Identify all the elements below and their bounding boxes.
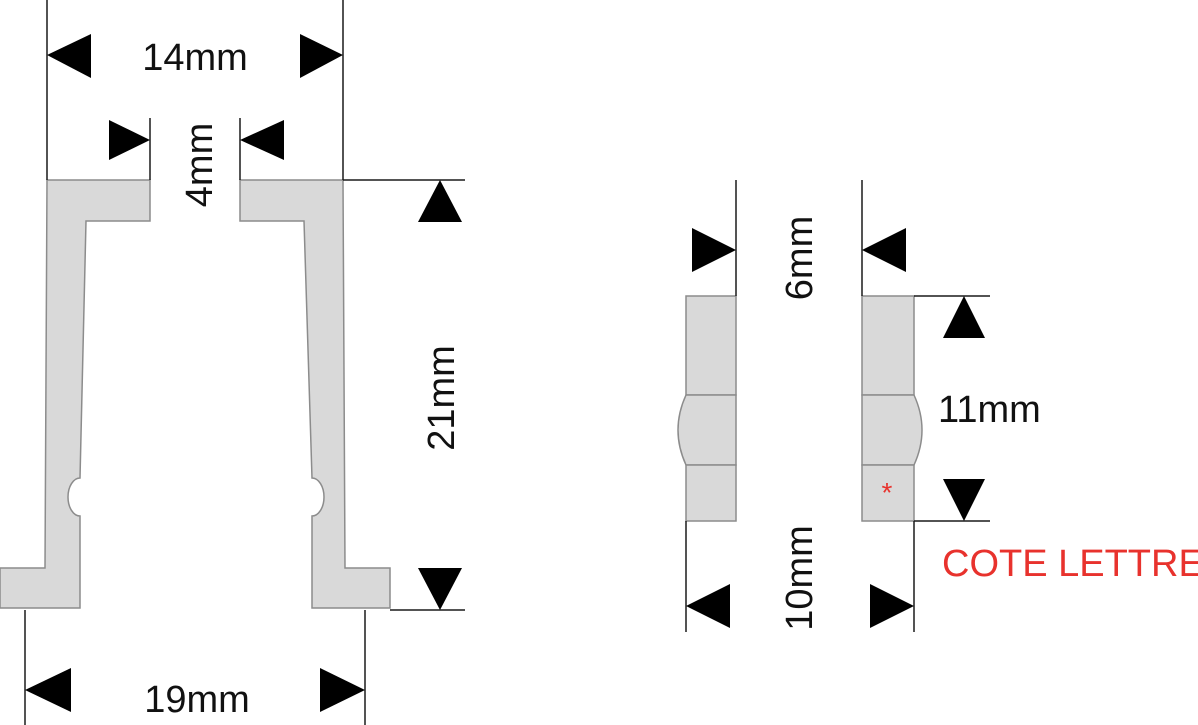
arrow-14mm-left xyxy=(47,34,91,78)
right-profile-left-bulge xyxy=(677,394,737,466)
label-height: 21mm xyxy=(421,345,463,451)
arrow-10mm-left xyxy=(686,584,730,628)
right-profile-arrows xyxy=(686,228,985,628)
left-profile-dimensions xyxy=(24,0,465,725)
label-gap-top: 6mm xyxy=(779,216,821,300)
label-top-width: 14mm xyxy=(142,37,248,79)
arrow-14mm-right xyxy=(300,34,343,78)
left-profile-left-wall xyxy=(0,179,151,609)
arrow-11mm-top xyxy=(943,296,985,338)
arrow-10mm-right xyxy=(870,584,914,628)
right-profile xyxy=(677,295,923,522)
arrow-21mm-bottom xyxy=(418,568,462,610)
right-profile-left-bottom xyxy=(685,464,737,522)
label-height-11mm: 11mm xyxy=(938,389,1041,431)
arrow-6mm-right xyxy=(862,228,906,272)
arrow-19mm-left xyxy=(25,668,71,712)
right-profile-left-top xyxy=(685,295,737,396)
left-profile-arrows xyxy=(25,34,462,712)
note-cote-lettre: COTE LETTRE xyxy=(942,543,1198,585)
right-profile-right-bulge xyxy=(861,394,923,466)
left-profile-right-wall xyxy=(239,179,391,609)
left-profile xyxy=(0,179,391,609)
right-profile-dimensions xyxy=(685,180,990,632)
label-gap: 4mm xyxy=(179,123,221,207)
label-bottom-width: 19mm xyxy=(144,679,250,721)
note-marker: * xyxy=(882,477,893,508)
arrow-19mm-right xyxy=(320,668,365,712)
arrow-6mm-left xyxy=(692,228,736,272)
arrow-21mm-top xyxy=(418,180,462,222)
arrow-4mm-right xyxy=(240,120,284,160)
label-gap-bottom: 10mm xyxy=(779,525,821,631)
left-profile-labels: 14mm 4mm 21mm 19mm xyxy=(142,37,463,721)
right-profile-labels: 6mm 11mm 10mm * COTE LETTRE xyxy=(779,216,1198,631)
arrow-4mm-left xyxy=(109,120,150,160)
right-profile-right-top xyxy=(861,295,915,396)
right-profile-right-bottom xyxy=(861,464,915,522)
arrow-11mm-bottom xyxy=(943,479,985,521)
